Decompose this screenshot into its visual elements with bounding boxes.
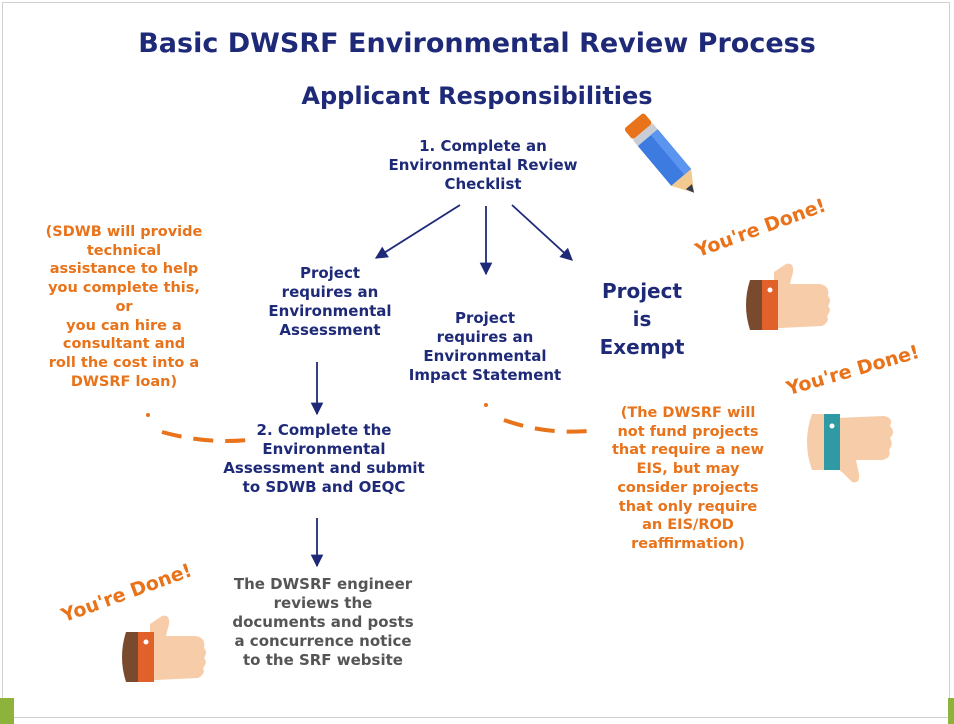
step-2-complete-assessment: 2. Complete the Environmental Assessment… (223, 421, 425, 497)
arrow-to-exempt (511, 204, 573, 261)
dashed-link-sdwb-note (161, 430, 249, 443)
option-environmental-impact-statement: Project requires an Environmental Impact… (408, 309, 562, 385)
dash-dot-eis (484, 403, 488, 407)
arrow-to-ea (374, 204, 461, 259)
sdwb-assistance-note: (SDWB will provide technical assistance … (45, 224, 203, 390)
accent-bar-left (0, 698, 14, 724)
accent-bar-right (948, 698, 954, 724)
dash-dot-left (146, 413, 150, 417)
engineer-review-note: The DWSRF engineer reviews the documents… (232, 575, 414, 670)
dashed-link-eis-note (503, 418, 599, 434)
option-exempt: Project is Exempt (599, 279, 685, 359)
option-environmental-assessment: Project requires an Environmental Assess… (268, 264, 392, 340)
page-title: Basic DWSRF Environmental Review Process (138, 28, 816, 59)
step-1-checklist: 1. Complete an Environmental Review Chec… (388, 137, 578, 194)
eis-funding-note: (The DWSRF will not fund projects that r… (611, 405, 765, 552)
page-subtitle: Applicant Responsibilities (301, 82, 653, 110)
